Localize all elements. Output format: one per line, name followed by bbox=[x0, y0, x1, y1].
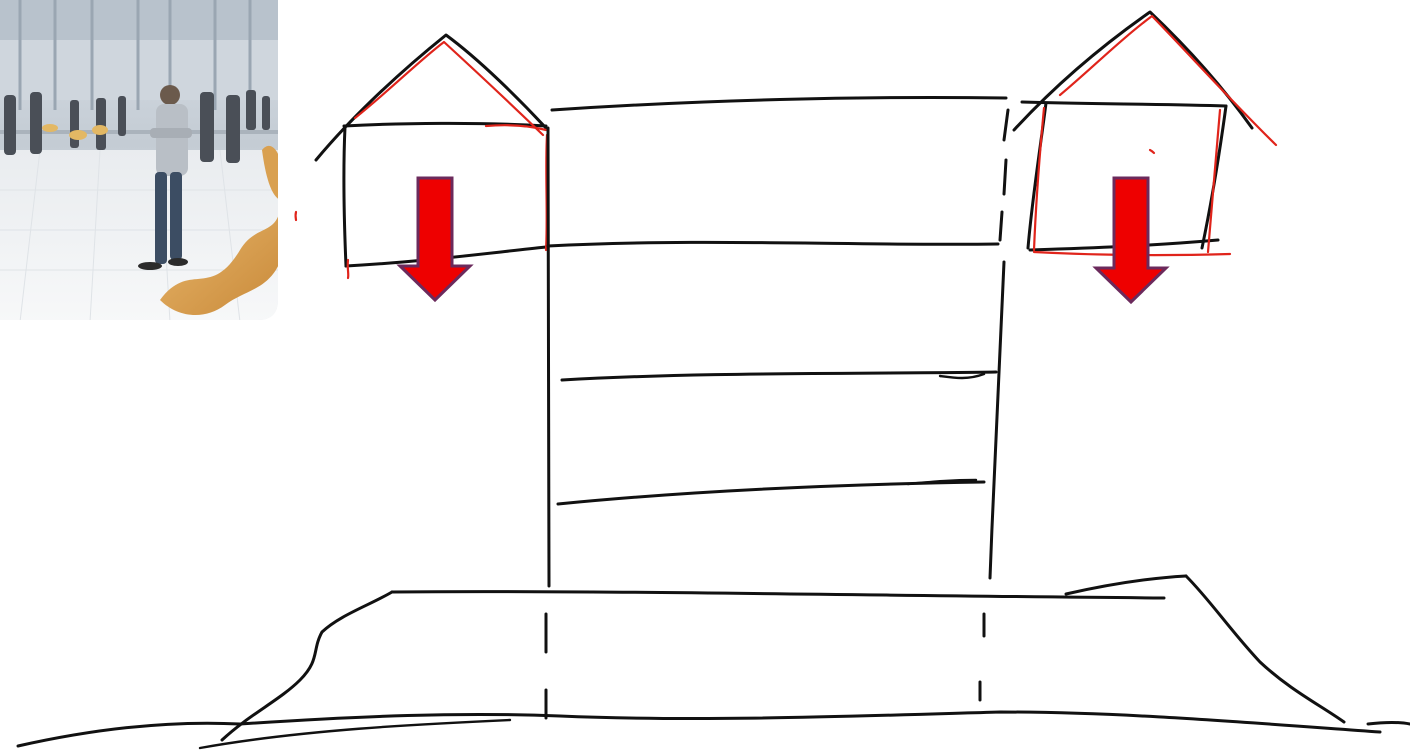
atrium-photo bbox=[0, 0, 280, 322]
central-tower-sketch bbox=[548, 98, 1008, 587]
left-down-arrow-icon bbox=[400, 178, 470, 300]
podium-base-sketch bbox=[18, 576, 1410, 748]
right-down-arrow-icon bbox=[1096, 178, 1166, 302]
